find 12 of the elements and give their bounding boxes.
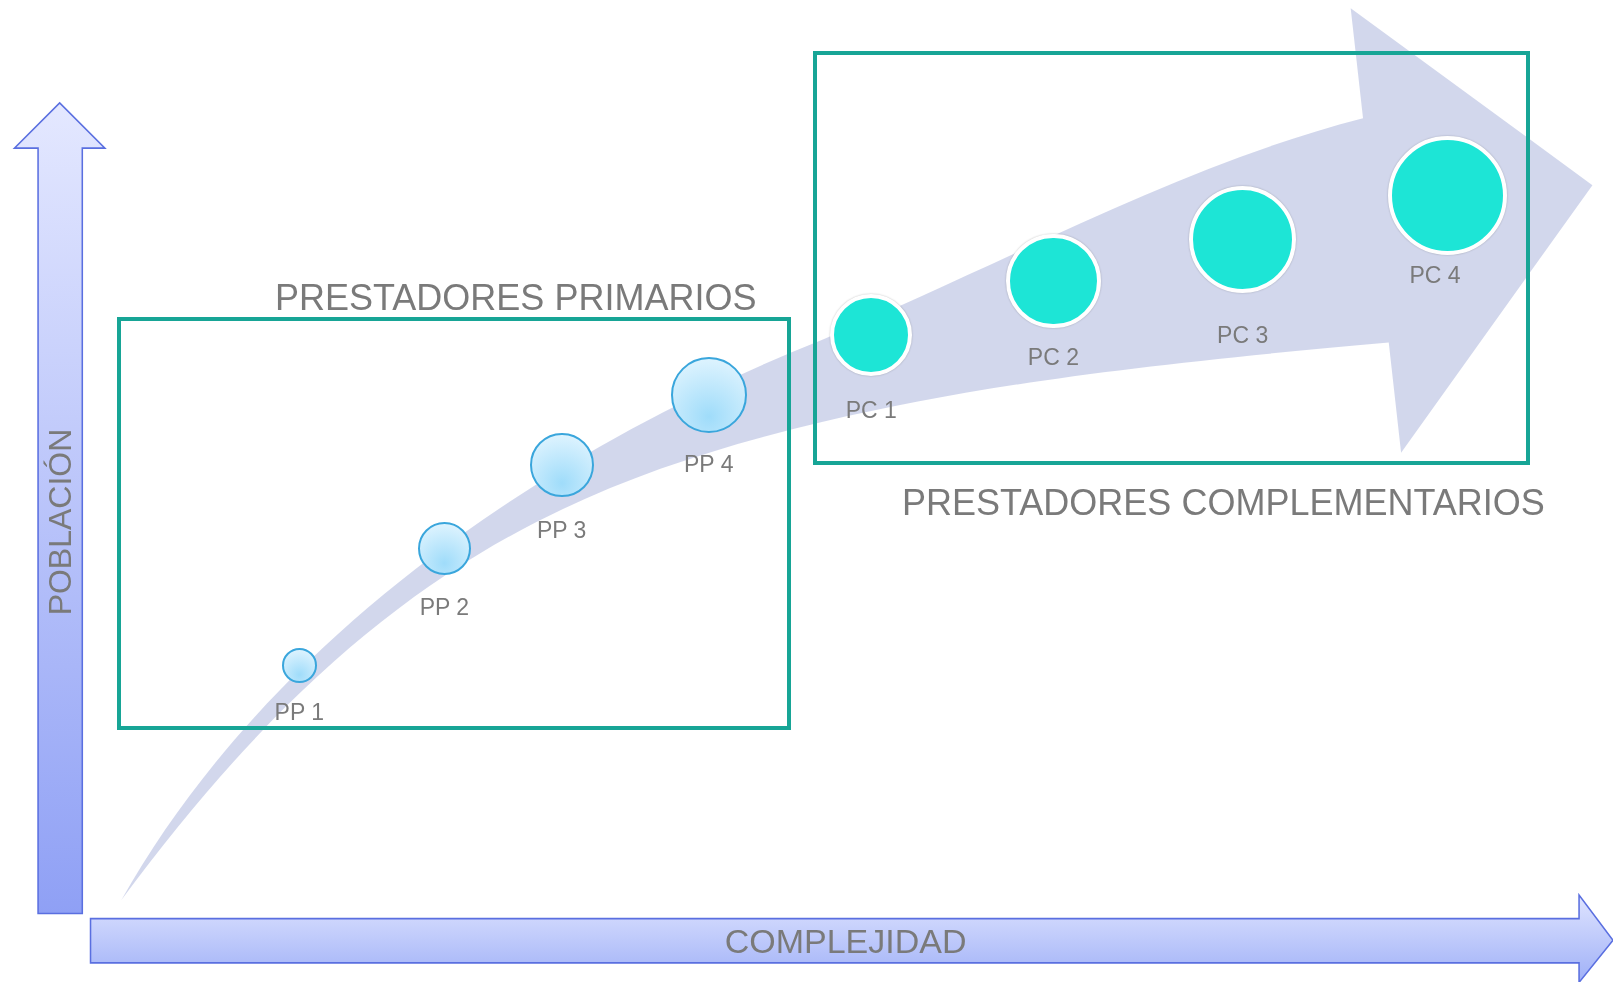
provider-label: PC 3 [1217,322,1269,349]
x-axis-label: COMPLEJIDAD [724,924,967,959]
provider-label: PP 1 [274,698,325,725]
provider-label: PP 4 [684,450,734,477]
provider-label: PP 2 [419,593,470,620]
provider-label: PC 4 [1409,261,1461,288]
provider-label: PP 3 [536,516,587,543]
group-heading: PRESTADORES PRIMARIOS [275,278,757,318]
group-heading: PRESTADORES COMPLEMENTARIOS [902,483,1545,523]
provider-label: PC 1 [845,397,897,424]
provider-label: PC 2 [1027,343,1079,370]
y-axis-label: POBLACIÓN [43,428,76,615]
